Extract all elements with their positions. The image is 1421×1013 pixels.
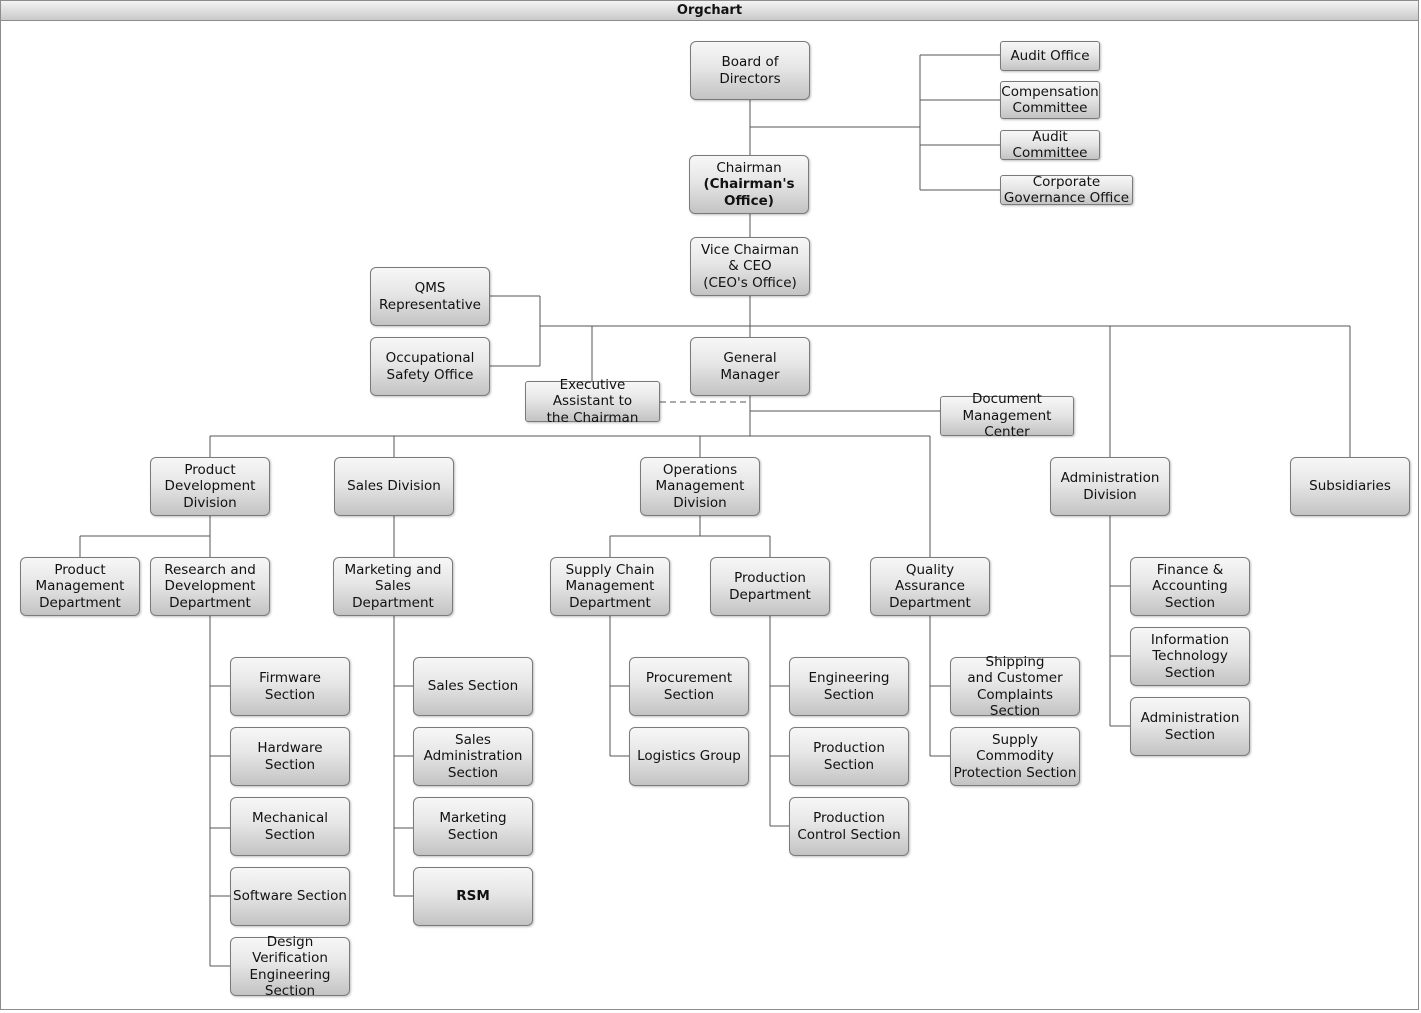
supply-commodity-protection-section-node[interactable]: Supply Commodity Protection Section xyxy=(950,727,1080,786)
board-of-directors-node[interactable]: Board of Directors xyxy=(690,41,810,100)
sales-administration-section-node[interactable]: Sales Administration Section xyxy=(413,727,533,786)
audit-committee-node[interactable]: Audit Committee xyxy=(1000,129,1100,161)
sales-division-node[interactable]: Sales Division xyxy=(334,457,454,516)
marketing-section-node[interactable]: Marketing Section xyxy=(413,797,533,856)
marketing-sales-department-node[interactable]: Marketing and Sales Department xyxy=(333,557,453,616)
research-development-department-node[interactable]: Research and Development Department xyxy=(150,557,270,616)
chairman-title: Chairman xyxy=(716,159,782,176)
occupational-safety-office-node[interactable]: Occupational Safety Office xyxy=(370,337,490,396)
product-management-department-node[interactable]: Product Management Department xyxy=(20,557,140,616)
sales-section-node[interactable]: Sales Section xyxy=(413,657,533,716)
qms-representative-node[interactable]: QMS Representative xyxy=(370,267,490,326)
vice-chairman-ceo-node[interactable]: Vice Chairman & CEO (CEO's Office) xyxy=(690,237,810,296)
quality-assurance-department-node[interactable]: Quality Assurance Department xyxy=(870,557,990,616)
executive-assistant-node[interactable]: Executive Assistant to the Chairman xyxy=(525,377,660,426)
shipping-customer-complaints-section-node[interactable]: Shipping and Customer Complaints Section xyxy=(950,654,1080,719)
design-verification-engineering-section-node[interactable]: Design Verification Engineering Section xyxy=(230,934,350,999)
procurement-section-node[interactable]: Procurement Section xyxy=(629,657,749,716)
administration-section-node[interactable]: Administration Section xyxy=(1130,697,1250,756)
engineering-section-node[interactable]: Engineering Section xyxy=(789,657,909,716)
chairman-node[interactable]: Chairman (Chairman's Office) xyxy=(689,155,809,214)
logistics-group-node[interactable]: Logistics Group xyxy=(629,727,749,786)
product-development-division-node[interactable]: Product Development Division xyxy=(150,457,270,516)
rsm-node[interactable]: RSM xyxy=(413,867,533,926)
subsidiaries-node[interactable]: Subsidiaries xyxy=(1290,457,1410,516)
production-control-section-node[interactable]: Production Control Section xyxy=(789,797,909,856)
general-manager-node[interactable]: General Manager xyxy=(690,337,810,396)
production-department-node[interactable]: Production Department xyxy=(710,557,830,616)
chairman-office: (Chairman's Office) xyxy=(703,176,795,209)
information-technology-section-node[interactable]: Information Technology Section xyxy=(1130,627,1250,686)
supply-chain-management-department-node[interactable]: Supply Chain Management Department xyxy=(550,557,670,616)
administration-division-node[interactable]: Administration Division xyxy=(1050,457,1170,516)
document-management-center-node[interactable]: Document Management Center xyxy=(940,391,1074,440)
compensation-committee-node[interactable]: Compensation Committee xyxy=(1000,81,1100,119)
audit-office-node[interactable]: Audit Office xyxy=(1000,41,1100,71)
finance-accounting-section-node[interactable]: Finance & Accounting Section xyxy=(1130,557,1250,616)
hardware-section-node[interactable]: Hardware Section xyxy=(230,727,350,786)
operations-management-division-node[interactable]: Operations Management Division xyxy=(640,457,760,516)
production-section-node[interactable]: Production Section xyxy=(789,727,909,786)
window-title: Orgchart xyxy=(1,1,1418,21)
firmware-section-node[interactable]: Firmware Section xyxy=(230,657,350,716)
corporate-governance-office-node[interactable]: Corporate Governance Office xyxy=(1000,174,1133,206)
software-section-node[interactable]: Software Section xyxy=(230,867,350,926)
mechanical-section-node[interactable]: Mechanical Section xyxy=(230,797,350,856)
